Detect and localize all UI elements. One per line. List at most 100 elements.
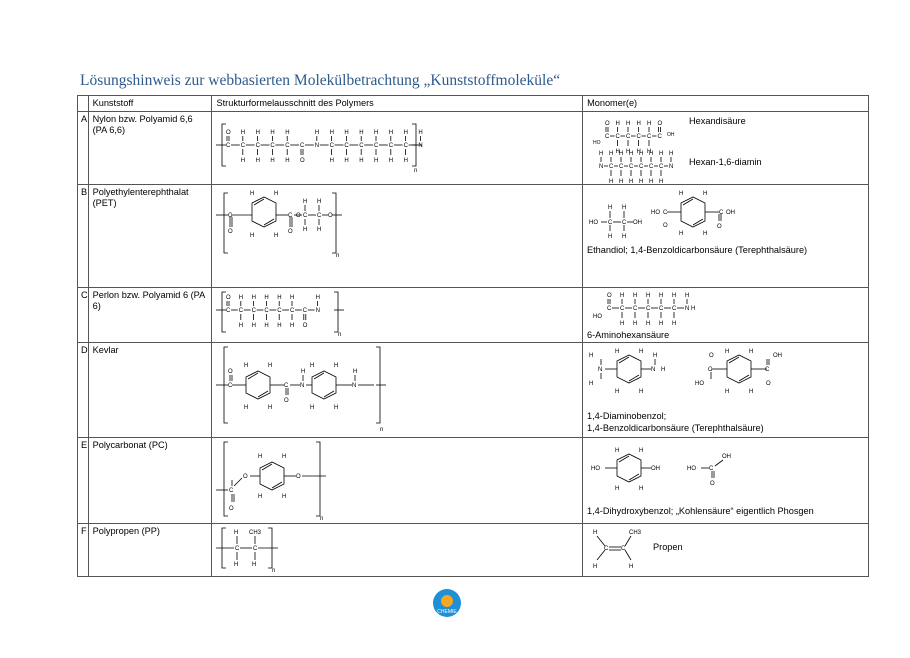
atom-label: H: [659, 293, 663, 299]
atom-label: H: [374, 130, 378, 136]
atom-label: H: [334, 363, 338, 369]
atom-label: H: [271, 130, 275, 136]
atom-label: H: [589, 353, 593, 359]
atom-label: N: [419, 143, 423, 149]
polypropylene-structure: H CH3 C C H H n: [216, 527, 279, 574]
atom-label: H: [286, 158, 290, 164]
atom-label: H: [749, 389, 753, 395]
atom-label: H: [685, 293, 689, 299]
atom-label: H: [639, 389, 643, 395]
atom-label: HO: [591, 466, 600, 472]
atom-label: C: [229, 488, 234, 494]
atom-label: C: [228, 213, 233, 219]
atom-label: N: [316, 308, 320, 314]
atom-label: HO: [589, 220, 598, 226]
row-letter: E: [77, 437, 89, 525]
monomer-label: 6-Aminohexansäure: [587, 330, 669, 340]
atom-label: HO: [651, 210, 660, 216]
atom-label: O: [228, 229, 233, 235]
atom-label: H: [620, 293, 624, 299]
monomer-cell: H H C C CH3 H Propen: [582, 523, 869, 578]
repeat-n-label: n: [380, 427, 383, 433]
atom-label: H: [616, 121, 620, 127]
atom-label: H: [646, 321, 650, 327]
atom-label: H: [286, 130, 290, 136]
atom-label: C: [300, 143, 305, 149]
row-name: Nylon bzw. Polyamid 6,6 (PA 6,6): [87, 111, 213, 186]
atom-label: H: [239, 295, 243, 301]
atom-label: H: [615, 448, 619, 454]
atom-label: H: [659, 321, 663, 327]
polycarbonate-structure: C O O O H H H H n: [216, 441, 327, 522]
atom-label: H: [749, 349, 753, 355]
atom-label: H: [639, 349, 643, 355]
atom-label: H: [659, 151, 663, 157]
atom-label: C: [639, 164, 644, 170]
atom-label: C: [622, 220, 627, 226]
monomer-label: Ethandiol; 1,4-Benzoldicarbonsäure (Tere…: [587, 245, 807, 255]
monomer-label: Hexan-1,6-diamin: [689, 157, 762, 167]
atom-label: H: [265, 295, 269, 301]
atom-label: HO: [695, 381, 704, 387]
atom-label: C: [663, 210, 668, 216]
atom-label: HO: [687, 466, 696, 472]
atom-label: C: [637, 134, 642, 140]
atom-label: OH: [726, 210, 735, 216]
atom-label: H: [725, 389, 729, 395]
atom-label: C: [647, 134, 652, 140]
atom-label: H: [639, 151, 643, 157]
atom-label: H: [622, 234, 626, 240]
atom-label: C: [629, 164, 634, 170]
atom-label: C: [659, 306, 664, 312]
atom-label: H: [244, 405, 248, 411]
atom-label: C: [286, 143, 291, 149]
atom-label: C: [633, 306, 638, 312]
monomer-structures: HO OH H H H H HO C OH O 1,4-Dihydroxyben…: [587, 448, 814, 516]
atom-label: H: [250, 191, 254, 197]
row-letter: F: [77, 523, 89, 578]
atom-label: C: [226, 308, 231, 314]
atom-label: C: [672, 306, 677, 312]
atom-label: H: [615, 486, 619, 492]
atom-label: O: [229, 506, 234, 512]
atom-label: H: [290, 323, 294, 329]
atom-label: O: [284, 398, 289, 404]
atom-label: H: [622, 205, 626, 211]
repeat-n-label: n: [338, 332, 341, 338]
atom-label: H: [672, 293, 676, 299]
atom-label: C: [620, 306, 625, 312]
atom-label: H: [593, 530, 597, 536]
atom-label: H: [725, 349, 729, 355]
atom-label: H: [316, 295, 320, 301]
atom-label: H: [649, 179, 653, 185]
atom-label: H: [593, 564, 597, 570]
row-letter: A: [77, 111, 89, 186]
atom-label: H: [679, 191, 683, 197]
atom-label: H: [258, 454, 262, 460]
atom-label: H: [258, 494, 262, 500]
chemistry-logo-icon: CHEMIE: [433, 589, 461, 617]
atom-label: O: [226, 130, 231, 136]
kevlar-structure: C O C O N H N H H H H H H H H H n: [216, 346, 387, 433]
atom-label: H: [419, 130, 423, 136]
atom-label: C: [360, 143, 365, 149]
atom-label: H: [633, 293, 637, 299]
atom-label: H: [310, 405, 314, 411]
atom-label: H: [608, 234, 612, 240]
atom-label: O: [328, 213, 333, 219]
atom-label: OH: [773, 353, 782, 359]
monomer-label: Propen: [653, 542, 683, 552]
atom-label: N: [651, 367, 655, 373]
atom-label: C: [288, 213, 293, 219]
atom-label: H: [639, 486, 643, 492]
atom-label: C: [284, 383, 289, 389]
table-row: B Polyethylenterephthalat (PET): [77, 184, 869, 289]
atom-label: HO: [593, 314, 602, 320]
atom-label: C: [404, 143, 409, 149]
atom-label: H: [353, 369, 357, 375]
